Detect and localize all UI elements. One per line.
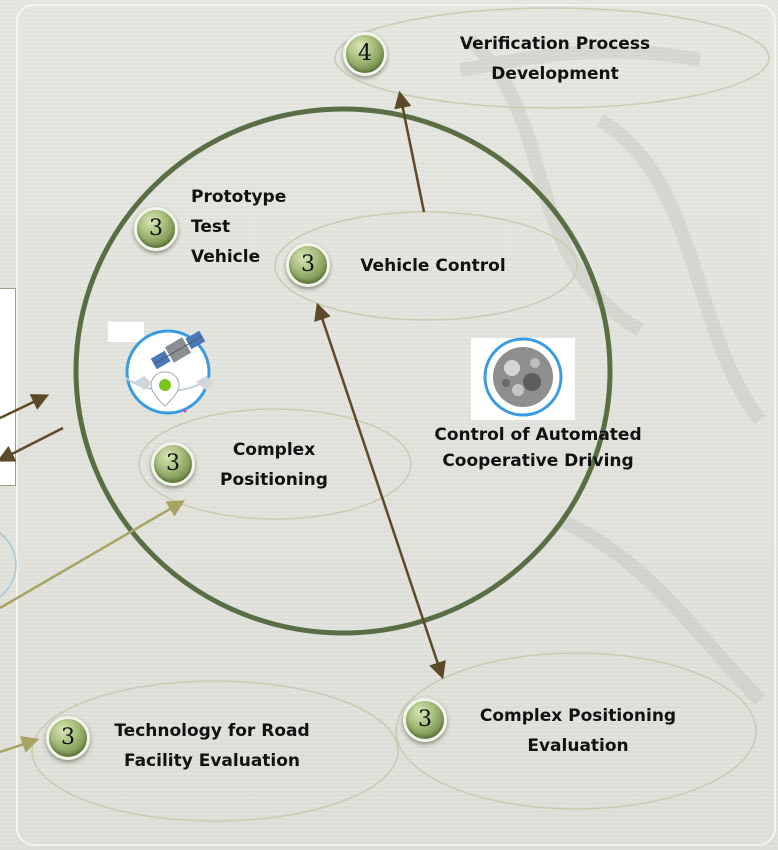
complex-positioning-label: Complex Positioning xyxy=(220,440,328,490)
left-edge-partial-ellipse xyxy=(0,532,17,598)
arrow-left-to-positioning xyxy=(0,500,186,610)
arrow-left-to-road xyxy=(0,736,40,754)
complex-eval-badge: 3 xyxy=(403,698,447,742)
verification-ellipse xyxy=(334,7,770,109)
verification-label: Verification Process Development xyxy=(459,34,651,84)
satellite-positioning-icon xyxy=(108,322,214,415)
prototype-label: Prototype Test Vehicle xyxy=(191,187,287,267)
arrow-vehicle-to-verification xyxy=(394,90,426,213)
arrow-left-to-circle xyxy=(0,394,50,420)
prototype-badge: 3 xyxy=(134,207,178,251)
complex-eval-label: Complex Positioning Evaluation xyxy=(479,706,677,756)
complex-positioning-badge: 3 xyxy=(151,442,195,486)
left-edge-box xyxy=(0,288,16,486)
panel-frame xyxy=(16,4,776,846)
vehicle-control-label: Vehicle Control xyxy=(360,256,506,276)
road-facility-label: Technology for Road Facility Evaluation xyxy=(114,721,310,771)
arrow-circle-to-left xyxy=(0,426,64,462)
grey-globe-icon xyxy=(471,337,575,420)
road-facility-badge: 3 xyxy=(46,716,90,760)
control-automated-label: Control of Automated Cooperative Driving xyxy=(434,425,642,471)
arrow-vehicle-eval-bidirectional xyxy=(314,302,446,680)
verification-badge: 4 xyxy=(343,32,387,76)
vehicle-control-badge: 3 xyxy=(286,243,330,287)
complex-eval-ellipse xyxy=(395,652,757,810)
